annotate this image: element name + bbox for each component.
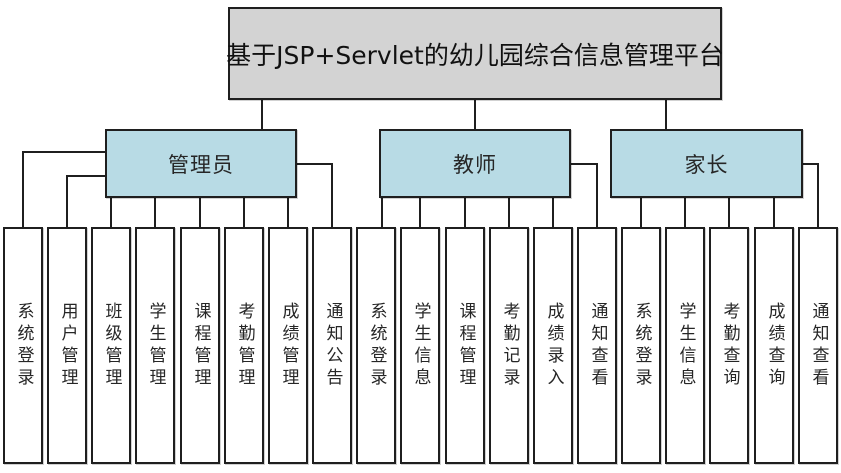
platform-title: 基于JSP+Servlet的幼儿园综合信息管理平台 bbox=[226, 40, 724, 70]
role-label-parent: 家长 bbox=[684, 152, 729, 177]
function-box-parent-grade-query: 成绩查询 bbox=[754, 227, 794, 464]
function-box-teacher-student-info: 学生信息 bbox=[400, 227, 440, 464]
function-box-admin-notice: 通知公告 bbox=[312, 227, 352, 464]
function-box-teacher-grade-entry: 成绩录入 bbox=[533, 227, 573, 464]
function-box-teacher-course-mgmt: 课程管理 bbox=[445, 227, 485, 464]
role-label-admin: 管理员 bbox=[168, 152, 234, 177]
role-label-teacher: 教师 bbox=[453, 152, 497, 177]
connector-admin-leaf2 bbox=[66, 175, 105, 227]
connector-admin-leaf1 bbox=[22, 151, 105, 227]
platform-title-box: 基于JSP+Servlet的幼儿园综合信息管理平台 bbox=[226, 7, 724, 100]
function-box-admin-class-mgmt: 班级管理 bbox=[91, 227, 131, 464]
function-box-admin-course-mgmt: 课程管理 bbox=[180, 227, 220, 464]
function-box-admin-attendance-mgmt: 考勤管理 bbox=[224, 227, 264, 464]
function-box-admin-user-mgmt: 用户管理 bbox=[47, 227, 87, 464]
connector-teacher-leaf6 bbox=[571, 163, 598, 227]
function-box-teacher-system-login: 系统登录 bbox=[356, 227, 396, 464]
function-box-teacher-attendance-record: 考勤记录 bbox=[489, 227, 529, 464]
function-box-parent-system-login: 系统登录 bbox=[621, 227, 661, 464]
connector-parent-leaf5 bbox=[803, 163, 819, 227]
function-box-teacher-notice-view: 通知查看 bbox=[577, 227, 617, 464]
function-box-admin-student-mgmt: 学生管理 bbox=[135, 227, 175, 464]
function-box-admin-grade-mgmt: 成绩管理 bbox=[268, 227, 308, 464]
role-box-admin: 管理员 bbox=[105, 129, 297, 198]
role-box-teacher: 教师 bbox=[379, 129, 571, 198]
connector-admin-leaf8 bbox=[297, 163, 333, 227]
function-box-parent-attendance-query: 考勤查询 bbox=[709, 227, 749, 464]
role-box-parent: 家长 bbox=[610, 129, 803, 198]
function-box-parent-notice-view: 通知查看 bbox=[798, 227, 838, 464]
function-box-parent-student-info: 学生信息 bbox=[665, 227, 705, 464]
function-box-admin-system-login: 系统登录 bbox=[3, 227, 43, 464]
